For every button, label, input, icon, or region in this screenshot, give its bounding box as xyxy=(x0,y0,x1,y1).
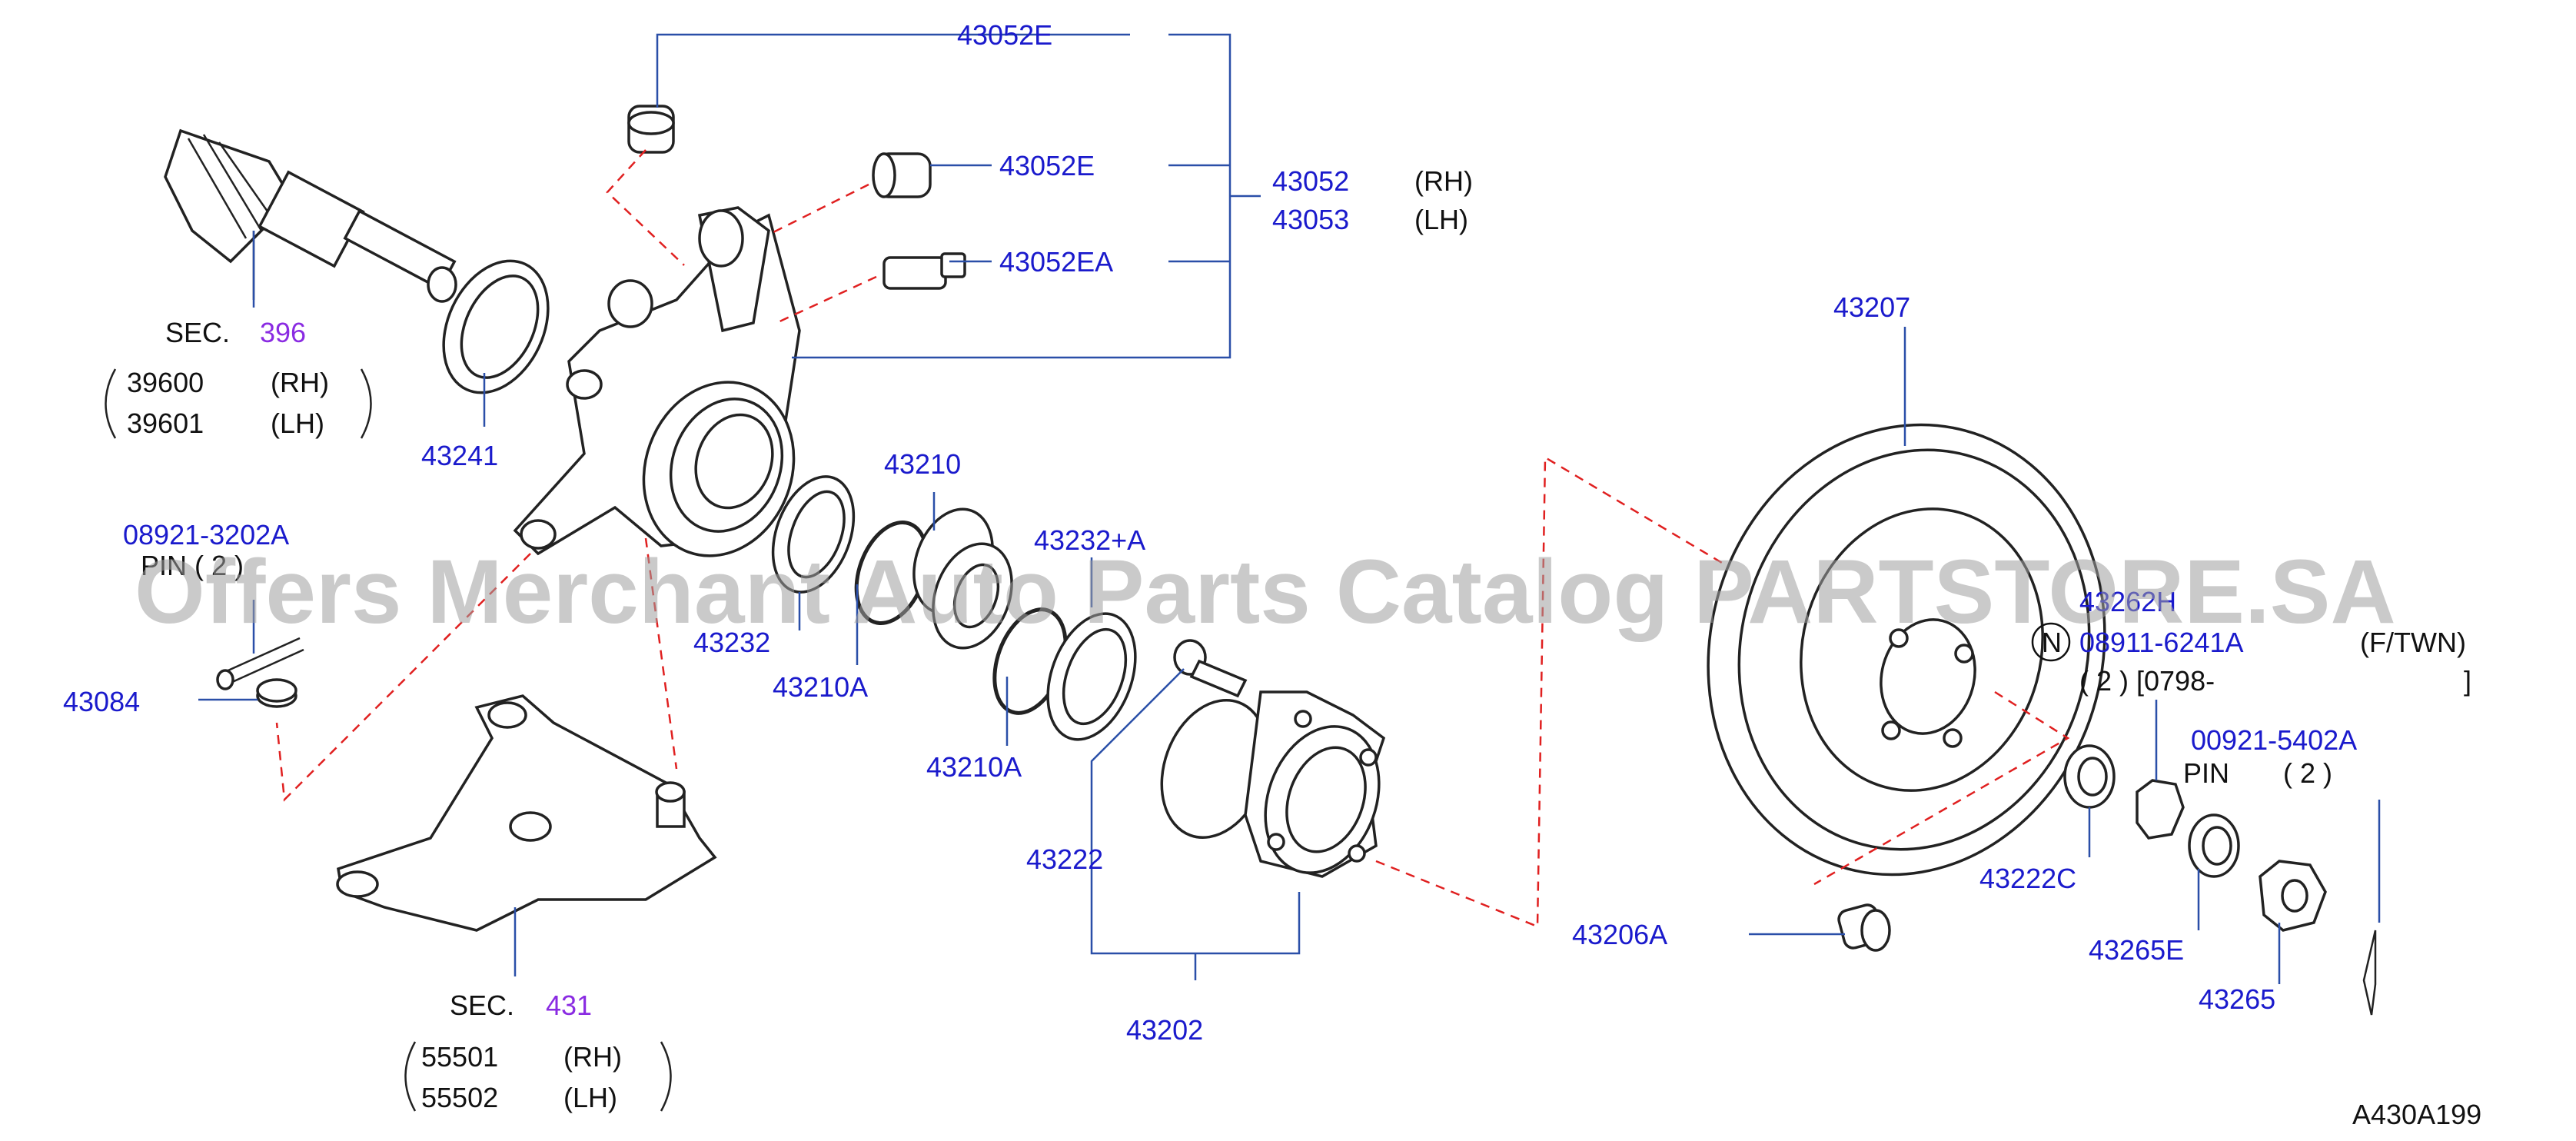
bushing-43052e-top-drawing xyxy=(627,105,675,154)
label-39600[interactable]: 39600 xyxy=(127,367,204,398)
label-bracket-close: ] xyxy=(2464,665,2471,697)
lower-arm-drawing xyxy=(336,694,717,932)
leader-43222-bracket xyxy=(1090,668,1301,955)
nut-43084-drawing xyxy=(256,678,297,708)
label-43265e[interactable]: 43265E xyxy=(2089,934,2184,966)
washer-43265e-drawing xyxy=(2188,813,2240,878)
dash-bushing-mid xyxy=(768,183,869,236)
label-00921[interactable]: 00921-5402A xyxy=(2191,724,2357,756)
bolt-43052ea-drawing xyxy=(882,252,966,290)
dash-knuckle-nut xyxy=(275,553,531,802)
paren-left-396 xyxy=(105,368,117,439)
dash-bolt xyxy=(776,275,877,324)
label-43052e-mid[interactable]: 43052E xyxy=(999,150,1095,181)
label-43222[interactable]: 43222 xyxy=(1026,843,1103,875)
bearing-43210-drawing xyxy=(912,507,1013,650)
label-43084[interactable]: 43084 xyxy=(63,686,140,717)
paren-right-396 xyxy=(360,368,372,439)
drive-shaft-drawing xyxy=(164,128,457,303)
cotter-pin-00921-drawing xyxy=(2362,930,2377,1016)
label-43265[interactable]: 43265 xyxy=(2199,983,2275,1015)
label-43232a[interactable]: 43232+A xyxy=(1034,524,1145,556)
label-43232[interactable]: 43232 xyxy=(693,627,770,658)
nut-08911-drawing xyxy=(2136,779,2185,840)
label-43210a-upper[interactable]: 43210A xyxy=(773,671,868,703)
diagram-id: A430A199 xyxy=(2352,1099,2481,1130)
seal-43241-drawing xyxy=(442,259,550,394)
label-pin-qty-08921: PIN ( 2 ) xyxy=(141,550,244,581)
label-43222c[interactable]: 43222C xyxy=(1979,863,2076,894)
watermark-text: Offers Merchant Auto Parts Catalog PARTS… xyxy=(135,541,2396,643)
label-43053[interactable]: 43053 xyxy=(1272,204,1349,235)
label-43206a[interactable]: 43206A xyxy=(1572,919,1667,950)
label-qty-date: ( 2 ) [0798- xyxy=(2079,665,2215,697)
dash-hub-rotor xyxy=(1375,455,1727,928)
label-43053-lh: (LH) xyxy=(1414,204,1468,235)
cotter-pin-drawing xyxy=(216,637,304,690)
label-n-mark: N xyxy=(2042,627,2062,658)
dash-knuckle-arm xyxy=(644,537,678,770)
seal-43232-drawing xyxy=(771,475,856,594)
dash-bushing-top xyxy=(606,149,685,266)
label-43210[interactable]: 43210 xyxy=(884,448,961,480)
hub-bolt-43222-drawing xyxy=(1173,639,1248,698)
label-sec-396[interactable]: 396 xyxy=(260,317,306,348)
dash-rotor-washer xyxy=(1813,690,2070,886)
plug-43206a-drawing xyxy=(1837,903,1891,952)
label-sec-prefix-396: SEC. xyxy=(165,317,230,348)
rotor-43207-drawing xyxy=(1707,423,2106,877)
bushing-43052e-mid-drawing xyxy=(872,152,932,198)
hub-43202-drawing xyxy=(1160,690,1386,878)
label-39600-rh: (RH) xyxy=(271,367,329,398)
label-39601-lh: (LH) xyxy=(271,408,324,439)
paren-left-431 xyxy=(404,1041,417,1112)
label-pin-word: PIN xyxy=(2183,757,2229,789)
spacer-43232a-drawing xyxy=(1046,612,1137,741)
label-43202[interactable]: 43202 xyxy=(1126,1014,1203,1046)
label-08911[interactable]: 08911-6241A xyxy=(2079,627,2244,658)
label-43052e-top[interactable]: 43052E xyxy=(957,19,1052,51)
label-55501-rh: (RH) xyxy=(563,1041,622,1073)
knuckle-drawing xyxy=(513,206,801,557)
label-432-partial[interactable]: 43262H xyxy=(2079,586,2176,617)
label-55502[interactable]: 55502 xyxy=(421,1082,498,1113)
label-43241[interactable]: 43241 xyxy=(421,440,498,471)
label-pin-qty: ( 2 ) xyxy=(2283,757,2332,789)
label-ftwn: (F/TWN) xyxy=(2360,627,2466,658)
label-43052-rh: (RH) xyxy=(1414,165,1473,197)
label-sec-431[interactable]: 431 xyxy=(546,990,592,1021)
paren-right-431 xyxy=(660,1041,672,1112)
label-sec-prefix-431: SEC. xyxy=(450,990,514,1021)
label-39601[interactable]: 39601 xyxy=(127,408,204,439)
label-55501[interactable]: 55501 xyxy=(421,1041,498,1073)
label-43207[interactable]: 43207 xyxy=(1833,291,1910,323)
label-43052[interactable]: 43052 xyxy=(1272,165,1349,197)
nut-43265-drawing xyxy=(2259,860,2327,932)
label-08921[interactable]: 08921-3202A xyxy=(123,519,289,551)
label-43210a-lower[interactable]: 43210A xyxy=(926,751,1022,783)
label-43052ea[interactable]: 43052EA xyxy=(999,246,1113,278)
leader-bracket-ticks xyxy=(1168,164,1261,263)
label-55502-lh: (LH) xyxy=(563,1082,617,1113)
washer-43222c-drawing xyxy=(2063,744,2116,809)
n-mark-circle xyxy=(2031,622,2071,662)
leader-bracket-main xyxy=(792,33,1231,359)
leader-43052e-top xyxy=(656,33,1130,108)
